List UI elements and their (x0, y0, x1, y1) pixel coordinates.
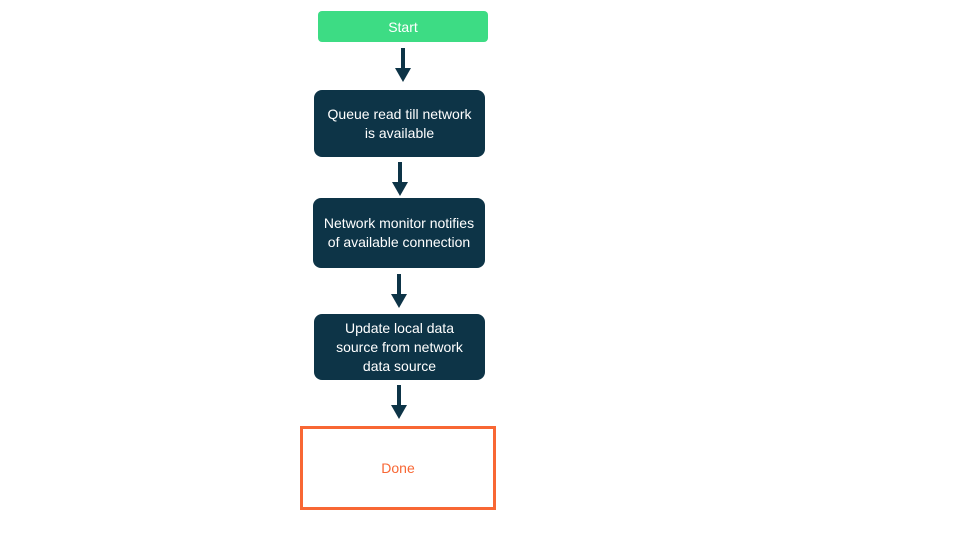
flow-node-queue-read: Queue read till network is available (314, 90, 485, 157)
flow-node-network-monitor: Network monitor notifies of available co… (313, 198, 485, 268)
arrow-down-icon (391, 274, 407, 308)
arrow-down-icon (395, 48, 411, 82)
flow-node-update-local-data: Update local data source from network da… (314, 314, 485, 380)
arrow-down-icon (391, 385, 407, 419)
arrow-down-icon (392, 162, 408, 196)
flow-node-start: Start (318, 11, 488, 42)
flow-node-done: Done (300, 426, 496, 510)
